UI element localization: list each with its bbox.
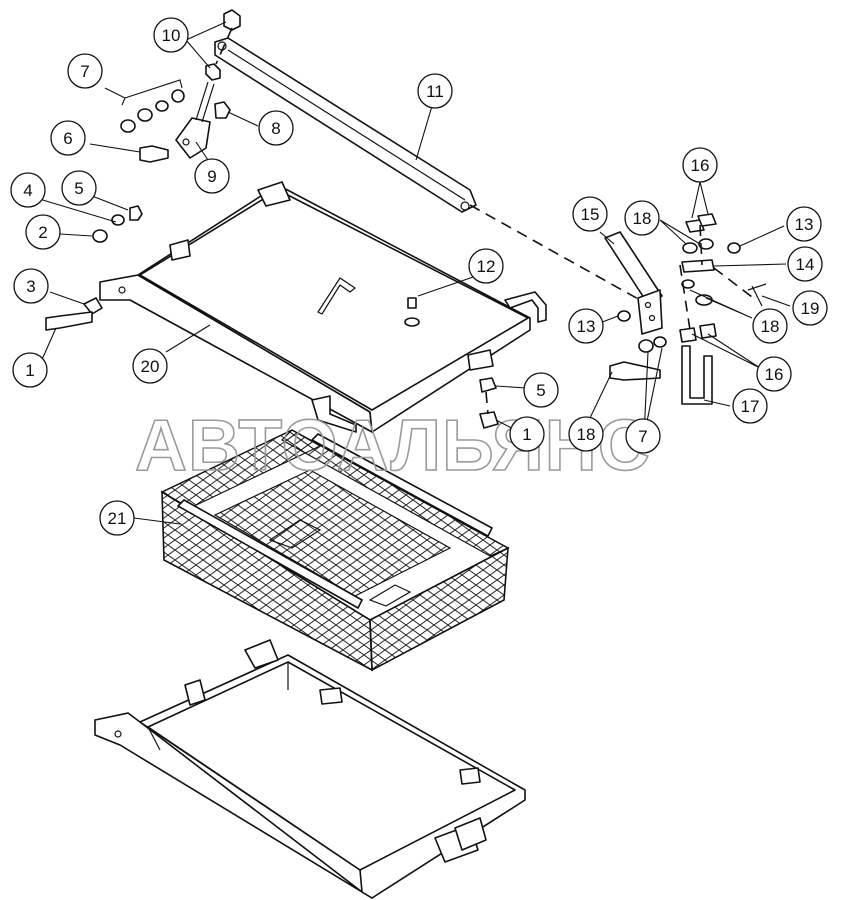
callout-15: 15 xyxy=(572,196,608,232)
svg-text:10: 10 xyxy=(162,26,181,45)
svg-text:15: 15 xyxy=(581,205,600,224)
callout-12: 12 xyxy=(468,248,504,284)
svg-text:13: 13 xyxy=(795,215,814,234)
callout-21: 21 xyxy=(99,500,135,536)
callout-16b: 16 xyxy=(756,356,792,392)
svg-text:21: 21 xyxy=(108,509,127,528)
left-bracket-hardware xyxy=(45,63,231,331)
callout-13b: 13 xyxy=(786,206,822,242)
svg-text:18: 18 xyxy=(633,209,652,228)
svg-text:17: 17 xyxy=(741,397,760,416)
svg-text:12: 12 xyxy=(477,257,496,276)
right-clamp-hardware xyxy=(479,213,767,429)
callout-7b: 7 xyxy=(625,418,661,454)
callout-1a: 1 xyxy=(12,352,48,388)
svg-text:5: 5 xyxy=(536,381,545,400)
callout-13a: 13 xyxy=(568,308,604,344)
callout-8: 8 xyxy=(258,110,294,146)
watermark-text: АВТОАЛЬЯНС xyxy=(135,406,651,486)
callout-19: 19 xyxy=(792,290,828,326)
callout-9: 9 xyxy=(194,158,230,194)
svg-text:6: 6 xyxy=(63,129,72,148)
svg-text:7: 7 xyxy=(80,62,89,81)
svg-text:8: 8 xyxy=(271,119,280,138)
svg-text:9: 9 xyxy=(207,167,216,186)
svg-text:16: 16 xyxy=(765,365,784,384)
callout-14: 14 xyxy=(787,246,823,282)
callout-18c: 18 xyxy=(568,416,604,452)
svg-text:1: 1 xyxy=(25,361,34,380)
callout-5a: 5 xyxy=(61,170,97,206)
svg-text:11: 11 xyxy=(426,82,444,101)
svg-text:2: 2 xyxy=(38,223,47,242)
callout-16a: 16 xyxy=(682,147,718,183)
battery-tray-base xyxy=(94,639,526,899)
callout-2: 2 xyxy=(25,214,61,250)
svg-text:18: 18 xyxy=(761,317,780,336)
svg-text:1: 1 xyxy=(522,425,531,444)
svg-text:19: 19 xyxy=(801,299,820,318)
callout-18a: 18 xyxy=(624,200,660,236)
callout-1b: 1 xyxy=(509,416,545,452)
callout-20: 20 xyxy=(132,348,168,384)
callout-7a: 7 xyxy=(67,53,103,89)
svg-text:7: 7 xyxy=(638,427,647,446)
callout-11: 11 xyxy=(417,73,453,109)
battery-cover xyxy=(99,181,547,433)
callout-6: 6 xyxy=(50,120,86,156)
svg-text:20: 20 xyxy=(141,357,160,376)
callout-18b: 18 xyxy=(752,308,788,344)
callout-3: 3 xyxy=(13,268,49,304)
hold-down-bar xyxy=(214,9,477,213)
svg-text:13: 13 xyxy=(577,317,596,336)
assembly-lines xyxy=(215,27,757,415)
callout-5b: 5 xyxy=(523,372,559,408)
svg-text:16: 16 xyxy=(691,156,710,175)
callout-10: 10 xyxy=(153,17,189,53)
callout-4: 4 xyxy=(10,172,46,208)
callout-17: 17 xyxy=(732,388,768,424)
svg-text:3: 3 xyxy=(26,277,35,296)
mesh-basket xyxy=(160,429,510,672)
svg-text:14: 14 xyxy=(796,255,815,274)
svg-text:5: 5 xyxy=(74,179,83,198)
svg-text:4: 4 xyxy=(23,181,32,200)
svg-text:18: 18 xyxy=(577,425,596,444)
